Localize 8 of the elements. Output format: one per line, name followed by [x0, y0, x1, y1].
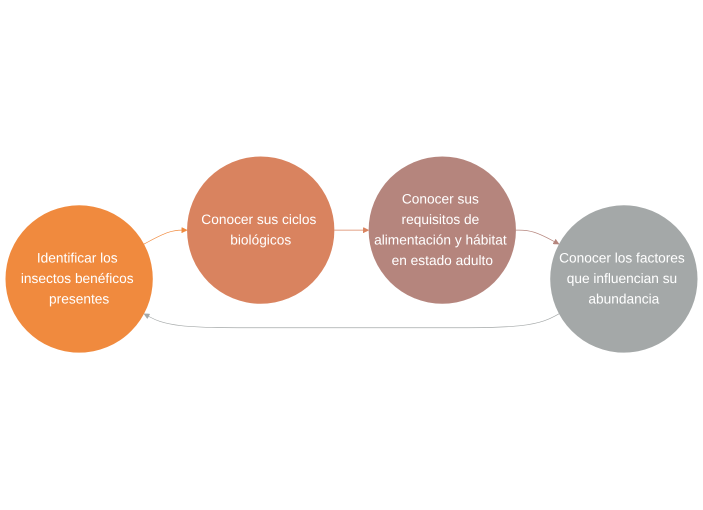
arrow	[144, 228, 188, 245]
arrow	[334, 228, 369, 234]
arrow	[144, 314, 560, 329]
node-circle: Identificar los insectos benéficos presentes	[5, 206, 153, 354]
node-circle: Conocer los factores que influencian su abundancia	[550, 206, 698, 354]
node-circle: Conocer sus requisitos de alimentación y hábitat en estado adulto	[368, 156, 516, 304]
node-circle: Conocer sus ciclos biológicos	[187, 156, 334, 304]
arrow	[516, 230, 560, 245]
